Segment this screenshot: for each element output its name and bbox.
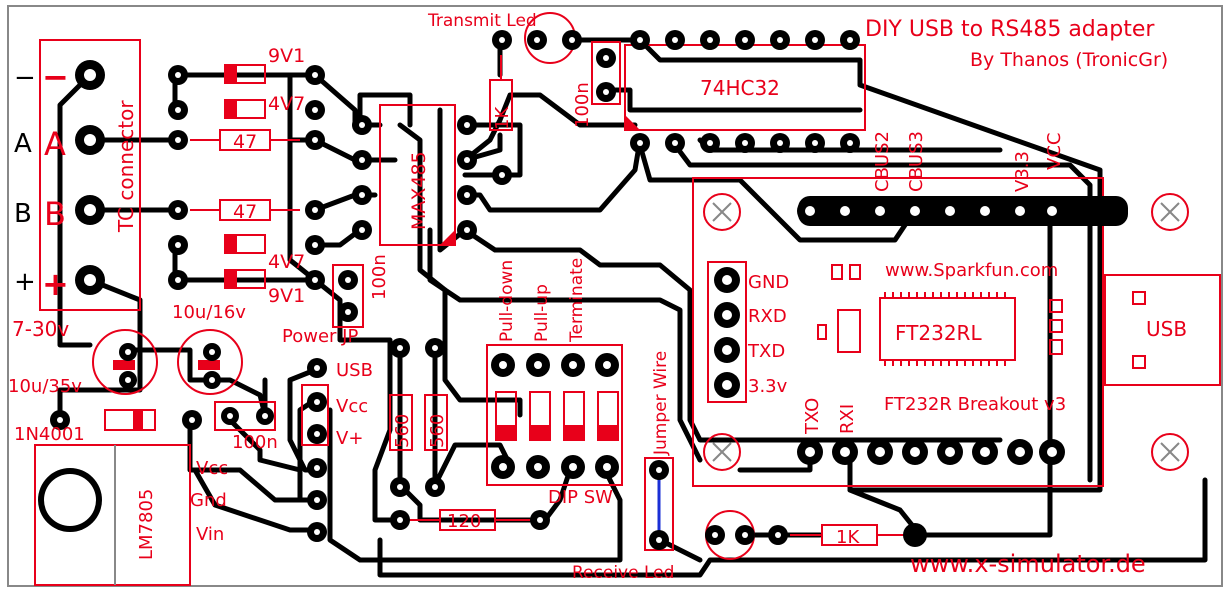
- board-author: By Thanos (TronicGr): [970, 49, 1168, 71]
- pin-3v3-label: 3.3v: [748, 376, 788, 397]
- resistor-label: 47: [233, 131, 257, 153]
- ft232r-breakout-outline: [692, 177, 1104, 487]
- zener-label: 4V7: [268, 93, 305, 115]
- silkscreen: [34, 12, 1221, 586]
- pin-v33-label: V3.3: [1012, 151, 1033, 192]
- diode-label: 1N4001: [14, 424, 85, 445]
- resistor-label: 47: [233, 201, 257, 223]
- terminal-minus-label: −: [14, 63, 36, 93]
- ft232rl-outline: [879, 297, 1016, 361]
- website-label: www.x-simulator.de: [910, 550, 1146, 578]
- board-title: DIY USB to RS485 adapter: [865, 17, 1155, 42]
- mounting-hole: [703, 193, 1189, 471]
- zener-label: 9V1: [268, 45, 305, 67]
- max485-outline: [379, 104, 456, 246]
- breakout-label: FT232R Breakout v3: [884, 394, 1066, 415]
- terminate-label: Terminate: [567, 258, 587, 343]
- usb-connector-outline: [1104, 274, 1221, 386]
- regulator-vcc-label: Vcc: [196, 458, 228, 479]
- vplus-jumper-label: V+: [336, 428, 363, 449]
- pin-txd-label: TXD: [747, 341, 785, 362]
- resistor-label: 120: [447, 511, 481, 532]
- ft232rl-label: FT232RL: [895, 321, 982, 345]
- pin-cbus3-label: CBUS3: [906, 131, 927, 192]
- max485-label: MAX485: [408, 151, 430, 230]
- terminal-b-red: B: [44, 195, 66, 233]
- capacitor-label: 10u/35v: [8, 376, 82, 397]
- input-range-label: 7-30v: [12, 317, 69, 341]
- resistor-label: 560: [392, 414, 413, 448]
- resistor-label: 1K: [492, 106, 513, 130]
- resistor-label: 560: [427, 414, 448, 448]
- diode-outline: [104, 409, 156, 431]
- tc-connector-outline: [39, 39, 141, 311]
- resistor-label: 1K: [836, 527, 860, 548]
- sparkfun-label: www.Sparkfun.com: [885, 260, 1058, 281]
- zener-label: 9V1: [268, 285, 305, 307]
- capacitor-label: 10u/16v: [172, 302, 246, 323]
- regulator-label: LM7805: [136, 489, 157, 560]
- board-outline: [7, 5, 1223, 587]
- capacitor-outline: [214, 401, 276, 431]
- capacitor-label: 100n: [369, 254, 390, 300]
- capacitor-label: 100n: [572, 82, 593, 128]
- pin-rxi-label: RXI: [837, 404, 858, 434]
- tc-connector-label: TC connector: [114, 100, 138, 233]
- capacitor-outline: [177, 329, 243, 395]
- dip-switch-levers: [495, 391, 619, 441]
- jumper-outline: [301, 384, 329, 446]
- zener-label: 4V7: [268, 251, 305, 273]
- pullup-label: Pull-up: [532, 284, 552, 342]
- dip-switch-outline: [486, 344, 623, 486]
- terminal-a-red: A: [44, 125, 66, 163]
- vcc-jumper-label: Vcc: [336, 396, 368, 417]
- pin-cbus2-label: CBUS2: [872, 131, 893, 192]
- capacitor-outline: [92, 329, 158, 395]
- lm7805-outline: [34, 444, 191, 586]
- pin-rxd-label: RXD: [748, 306, 787, 327]
- pulldown-label: Pull-down: [497, 260, 517, 342]
- terminal-plus-label: +: [14, 267, 36, 297]
- usb-label: USB: [1146, 317, 1187, 341]
- 74hc32-label: 74HC32: [700, 76, 780, 100]
- terminal-minus-red: −: [42, 58, 69, 96]
- capacitor-outline: [591, 41, 621, 105]
- transmit-led-label: Transmit Led: [427, 11, 537, 31]
- pin-gnd-label: GND: [748, 272, 789, 293]
- terminal-plus-red: +: [42, 265, 69, 303]
- power-jumper-label: Power JP: [282, 326, 358, 347]
- terminal-b-label: B: [14, 199, 32, 229]
- regulator-gnd-label: Gnd: [190, 490, 227, 511]
- jumper-wire-label: Jumper Wire: [651, 351, 671, 456]
- dip-switch-label: DIP SW: [548, 487, 613, 508]
- terminal-a-label: A: [14, 129, 32, 159]
- pin-txo-label: TXO: [802, 398, 823, 435]
- regulator-vin-label: Vin: [196, 524, 224, 545]
- receive-led-label: Receive Led: [572, 563, 674, 583]
- pin-vcc-label: VCC: [1044, 133, 1065, 170]
- pads: [38, 30, 1128, 550]
- power-jumper-outline: [332, 264, 364, 328]
- resistor-outline: [424, 394, 448, 451]
- resistor-outline: [389, 394, 413, 451]
- capacitor-label: 100n: [232, 432, 278, 453]
- labels: DIY USB to RS485 adapter By Thanos (Tron…: [8, 11, 1187, 583]
- usb-jumper-label: USB: [336, 360, 373, 381]
